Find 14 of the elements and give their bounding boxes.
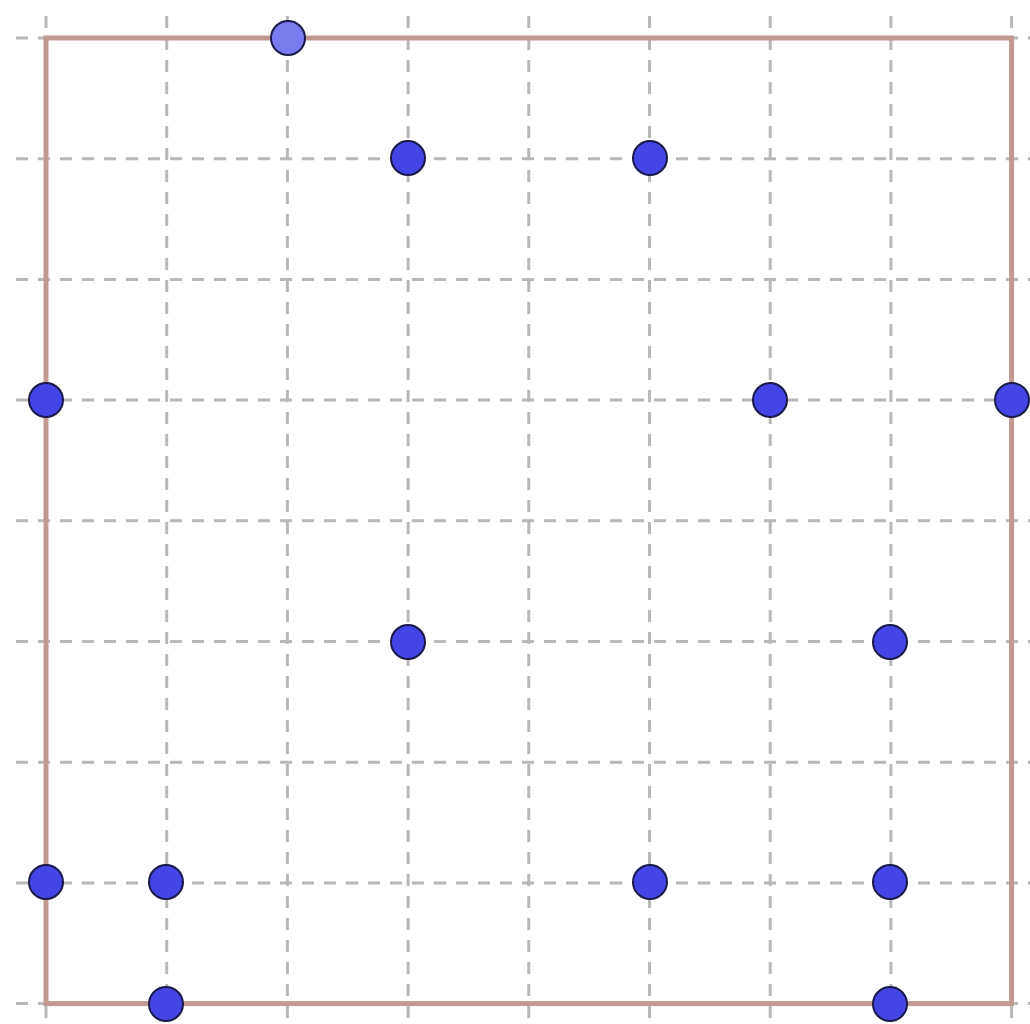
- point-marker: [148, 864, 185, 901]
- point-marker: [28, 864, 64, 901]
- point-marker: [390, 623, 427, 660]
- point-marker: [269, 20, 306, 56]
- point-marker: [993, 382, 1030, 419]
- point-marker: [28, 382, 64, 419]
- point-marker: [872, 623, 909, 660]
- point-marker: [631, 140, 668, 177]
- point-marker: [631, 864, 668, 901]
- point-marker: [390, 140, 427, 177]
- point-marker: [872, 864, 909, 901]
- point-marker: [752, 382, 789, 419]
- point-marker: [148, 985, 185, 1022]
- point-marker: [872, 985, 909, 1022]
